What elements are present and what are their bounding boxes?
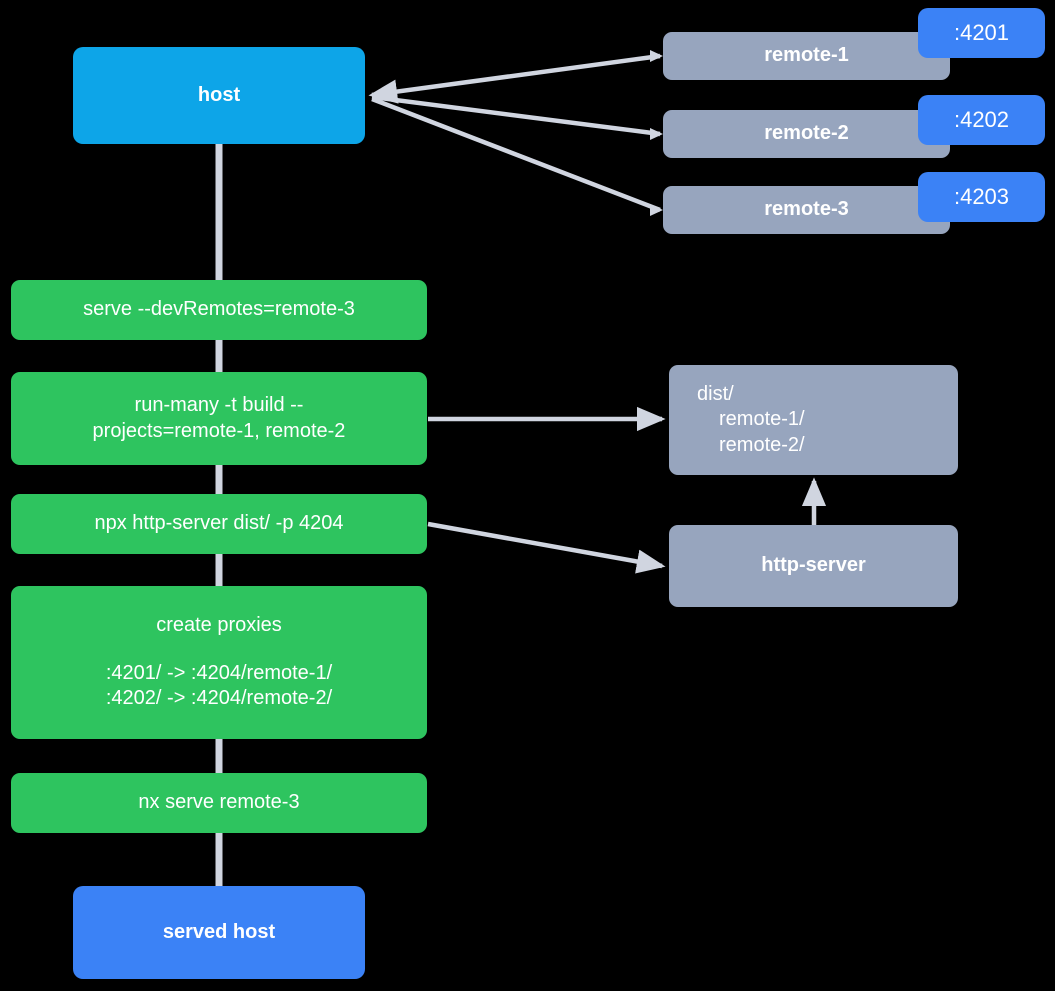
command-run-many-build-line-2: projects=remote-1, remote-2 [92,419,346,442]
arrowhead-remote-2 [650,128,663,140]
edge-remote-arrowheads [650,50,663,216]
command-run-many-build-line-1: run-many -t build -- [134,393,304,416]
command-nx-serve-remote-3-label: nx serve remote-3 [138,791,300,814]
command-npx-http-server-label: npx http-server dist/ -p 4204 [94,512,344,535]
port-badge-4201-label: :4201 [953,20,1010,45]
dist-child-remote-1: remote-1/ [719,408,805,431]
node-remote-1[interactable]: remote-1 [663,32,950,80]
edge-npx-to-httpserver [427,521,666,574]
proxy-mapping-4202: :4202/ -> :4204/remote-2/ [105,687,333,710]
command-create-proxies-title: create proxies [156,614,282,637]
node-http-server[interactable]: http-server [669,525,958,607]
node-remote-1-label: remote-1 [764,44,849,67]
arrowhead-remote-3 [650,204,663,216]
command-npx-http-server[interactable]: npx http-server dist/ -p 4204 [11,494,427,554]
port-badge-4203-label: :4203 [953,184,1010,209]
node-dist-folder[interactable]: dist/ remote-1/ remote-2/ [669,365,958,475]
node-remote-3[interactable]: remote-3 [663,186,950,234]
command-create-proxies[interactable]: create proxies :4201/ -> :4204/remote-1/… [11,586,427,739]
node-served-host-label: served host [162,920,276,943]
node-served-host[interactable]: served host [73,886,365,979]
command-serve-devremotes[interactable]: serve --devRemotes=remote-3 [11,280,427,340]
port-badge-4201[interactable]: :4201 [918,8,1045,58]
node-remote-2[interactable]: remote-2 [663,110,950,158]
arrowhead-remote-1 [650,50,663,62]
node-http-server-label: http-server [761,554,866,577]
port-badge-4202-label: :4202 [953,107,1010,132]
edge-host-to-remotes [368,53,661,213]
dist-root-label: dist/ [697,382,734,405]
dist-child-remote-2: remote-2/ [719,433,805,456]
port-badge-4203[interactable]: :4203 [918,172,1045,222]
node-remote-2-label: remote-2 [764,122,849,145]
port-badge-4202[interactable]: :4202 [918,95,1045,145]
node-host[interactable]: host [73,47,365,144]
node-host-label: host [197,83,241,106]
node-remote-3-label: remote-3 [764,198,849,221]
command-serve-devremotes-label: serve --devRemotes=remote-3 [83,298,355,321]
proxy-mapping-4201: :4201/ -> :4204/remote-1/ [105,661,333,684]
command-run-many-build[interactable]: run-many -t build -- projects=remote-1, … [11,372,427,465]
command-nx-serve-remote-3[interactable]: nx serve remote-3 [11,773,427,833]
